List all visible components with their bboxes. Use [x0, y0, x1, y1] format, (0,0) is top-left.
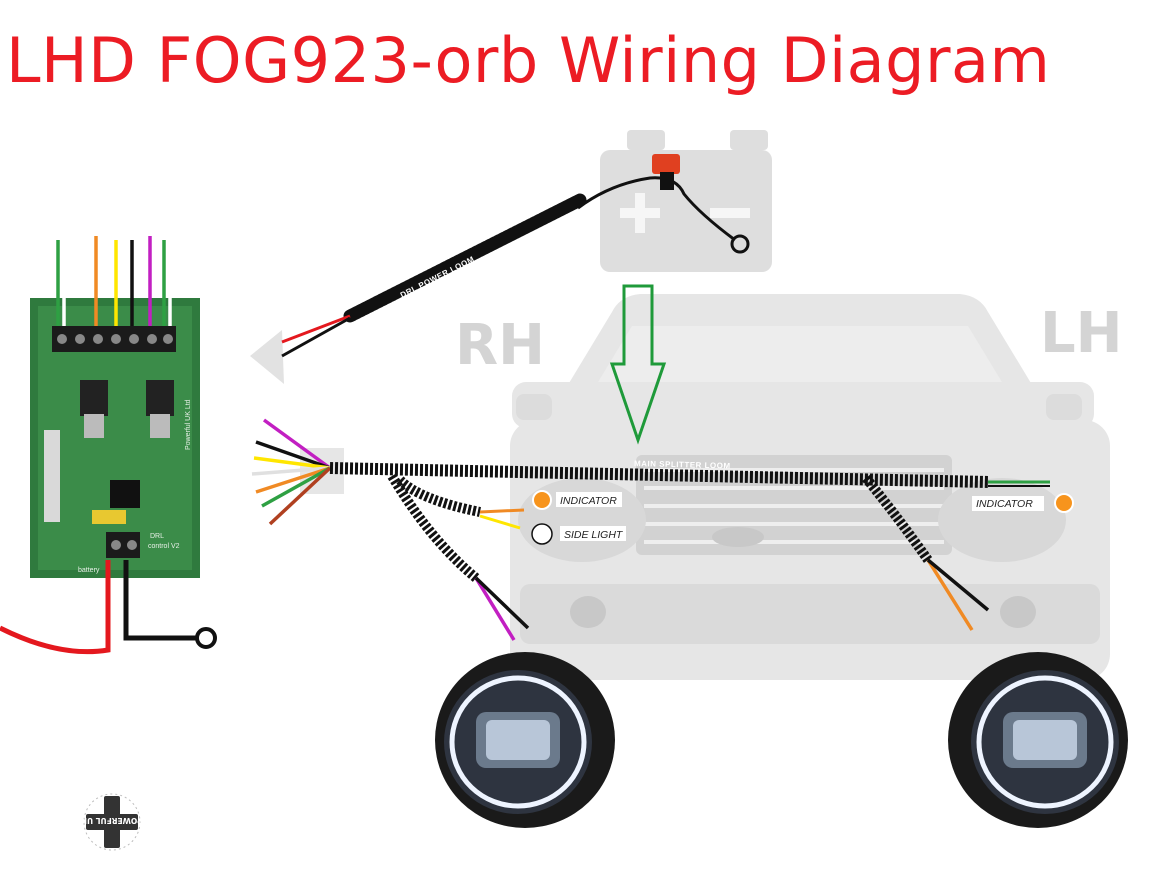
page-title: LHD FOG923-orb Wiring Diagram: [6, 24, 1051, 97]
power-wire-black: [281, 316, 351, 358]
side-light-tag-bg: [560, 526, 626, 541]
battery-wire-red: [0, 560, 111, 655]
drl-control-board: Powerful UK Ltd DRL control V2 battery: [30, 298, 200, 578]
indicator-wire: [479, 508, 525, 514]
right-fog-wire-purple: [474, 577, 516, 641]
rh-label: RH: [455, 313, 545, 378]
lh-label: LH: [1040, 301, 1123, 366]
board-battery-label: battery: [78, 567, 100, 574]
indicator-right-dot: [1054, 493, 1074, 513]
left-arrow-icon: [250, 330, 284, 384]
right-fog-branch: [387, 473, 480, 582]
left-fog-light: [948, 652, 1128, 828]
power-loom-label: DRL POWER LOOM: [399, 255, 476, 300]
side-light-dot: [531, 523, 553, 545]
left-fog-branch: [862, 474, 933, 563]
powerful-uk-logo: POWERFUL UK: [80, 793, 143, 851]
indicator-branch: [396, 476, 481, 517]
logo-text: POWERFUL UK: [80, 816, 143, 825]
battery-wire-black: [123, 560, 200, 641]
indicator-left-label: INDICATOR: [560, 495, 617, 507]
indicator-left-tag-bg: [556, 492, 622, 507]
main-loom-label: MAIN SPLITTER LOOM: [634, 459, 731, 471]
indicator-left-dot: [532, 490, 552, 510]
left-fog-wire-black: [926, 558, 990, 612]
power-wire-red: [281, 314, 351, 344]
board-model-line2: control V2: [148, 543, 180, 550]
right-fog-wire-black: [474, 576, 530, 630]
ring-terminal-icon: [730, 234, 750, 254]
left-fog-wire-orange: [926, 559, 974, 631]
indicator-right-tag-bg: [972, 496, 1044, 511]
main-loom-fanout: [251, 418, 332, 526]
board-brand-label: Powerful UK Ltd: [185, 399, 192, 450]
side-light-wire: [479, 514, 521, 530]
ground-ring-terminal-icon: [195, 627, 217, 649]
board-model-line1: DRL: [150, 533, 164, 540]
down-arrow-icon: [609, 284, 667, 445]
board-input-wires: [56, 236, 172, 326]
fuse-tap: [577, 154, 736, 242]
indicator-right-label: INDICATOR: [976, 498, 1033, 510]
side-light-label: SIDE LIGHT: [564, 529, 624, 541]
right-fog-light: [435, 652, 615, 828]
power-loom: [343, 193, 587, 323]
